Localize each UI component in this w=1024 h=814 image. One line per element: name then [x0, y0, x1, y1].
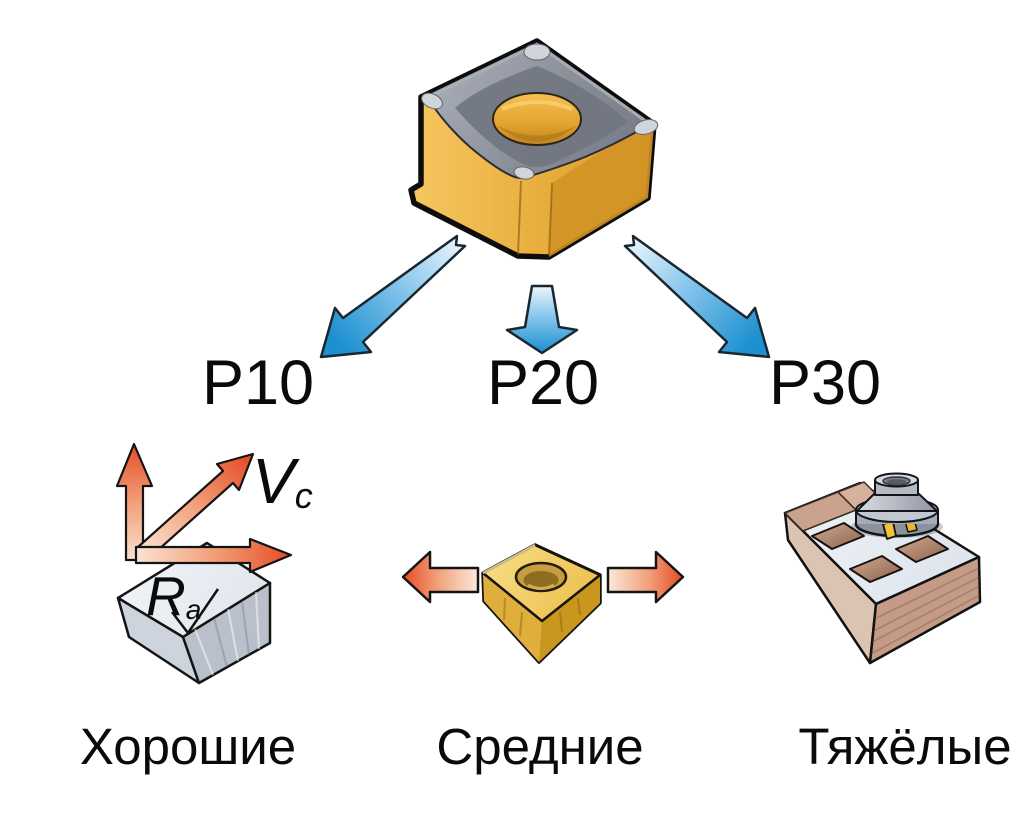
- insert-corner-blob-top: [523, 43, 551, 61]
- ra-subscript: a: [185, 594, 202, 625]
- face-mill-cutter-icon: [854, 472, 940, 540]
- insert-corner-blob-front: [513, 166, 535, 180]
- condition-label-medium: Средние: [436, 718, 644, 775]
- cutter-arbor-hole-inner: [887, 479, 906, 485]
- small-insert-icon: [481, 543, 602, 664]
- small-insert-hole-inner: [523, 571, 559, 589]
- condition-label-good: Хорошие: [79, 718, 297, 775]
- insert-side-dark: [549, 124, 654, 257]
- blue-arrow-right-icon: [623, 234, 771, 359]
- ra-symbol: R: [146, 565, 186, 627]
- workpiece-right-face: [868, 555, 982, 665]
- small-insert-edge-highlight: [482, 543, 536, 575]
- outward-arrow-right-icon: [606, 550, 685, 604]
- grade-label-p30: P30: [768, 348, 882, 418]
- pocket-hole-left: [811, 522, 865, 550]
- blue-arrow-left-icon: [319, 234, 467, 359]
- insert-corner-blob-right: [633, 119, 659, 135]
- machined-block: [116, 541, 272, 685]
- pocket-holes: [811, 522, 949, 583]
- small-insert-right-face: [539, 575, 600, 662]
- insert-corner-blob-left: [421, 92, 443, 110]
- pocket-hole-right: [895, 535, 949, 563]
- vc-symbol: V: [252, 445, 295, 517]
- feed-arrow-right-icon: [134, 537, 293, 574]
- p30-illustration: [783, 472, 982, 665]
- p20-illustration: [401, 543, 685, 664]
- roughness-check-icon: [171, 588, 220, 635]
- right-face-hatch: [870, 567, 981, 655]
- insert-front-seam2: [548, 182, 553, 257]
- pocket-hole-front: [849, 555, 903, 583]
- cutting-speed-arrow-icon: [136, 452, 255, 561]
- cutting-speed-annotation: Vc: [252, 449, 313, 514]
- insert-hole-highlight: [501, 100, 573, 111]
- condition-label-heavy: Тяжёлые: [798, 718, 1012, 775]
- insert-hole-shadow: [496, 125, 578, 142]
- carbide-insert-illustration: [408, 38, 659, 260]
- block-streaks: [194, 591, 260, 676]
- p10-illustration: [115, 442, 293, 685]
- branch-arrows: [319, 234, 771, 359]
- grade-label-p10: P10: [201, 348, 315, 418]
- roughness-annotation: Ra: [146, 569, 201, 624]
- blue-arrow-middle-icon: [505, 284, 579, 355]
- grade-label-p20: P20: [486, 348, 600, 418]
- outward-arrow-left-icon: [401, 550, 480, 604]
- axes-arrows: [115, 442, 293, 574]
- small-insert-left-face: [483, 573, 542, 662]
- block-right-face: [181, 581, 272, 685]
- vc-subscript: c: [294, 475, 313, 516]
- insert-front-seam: [517, 180, 522, 256]
- small-insert-hole-glint: [527, 583, 555, 590]
